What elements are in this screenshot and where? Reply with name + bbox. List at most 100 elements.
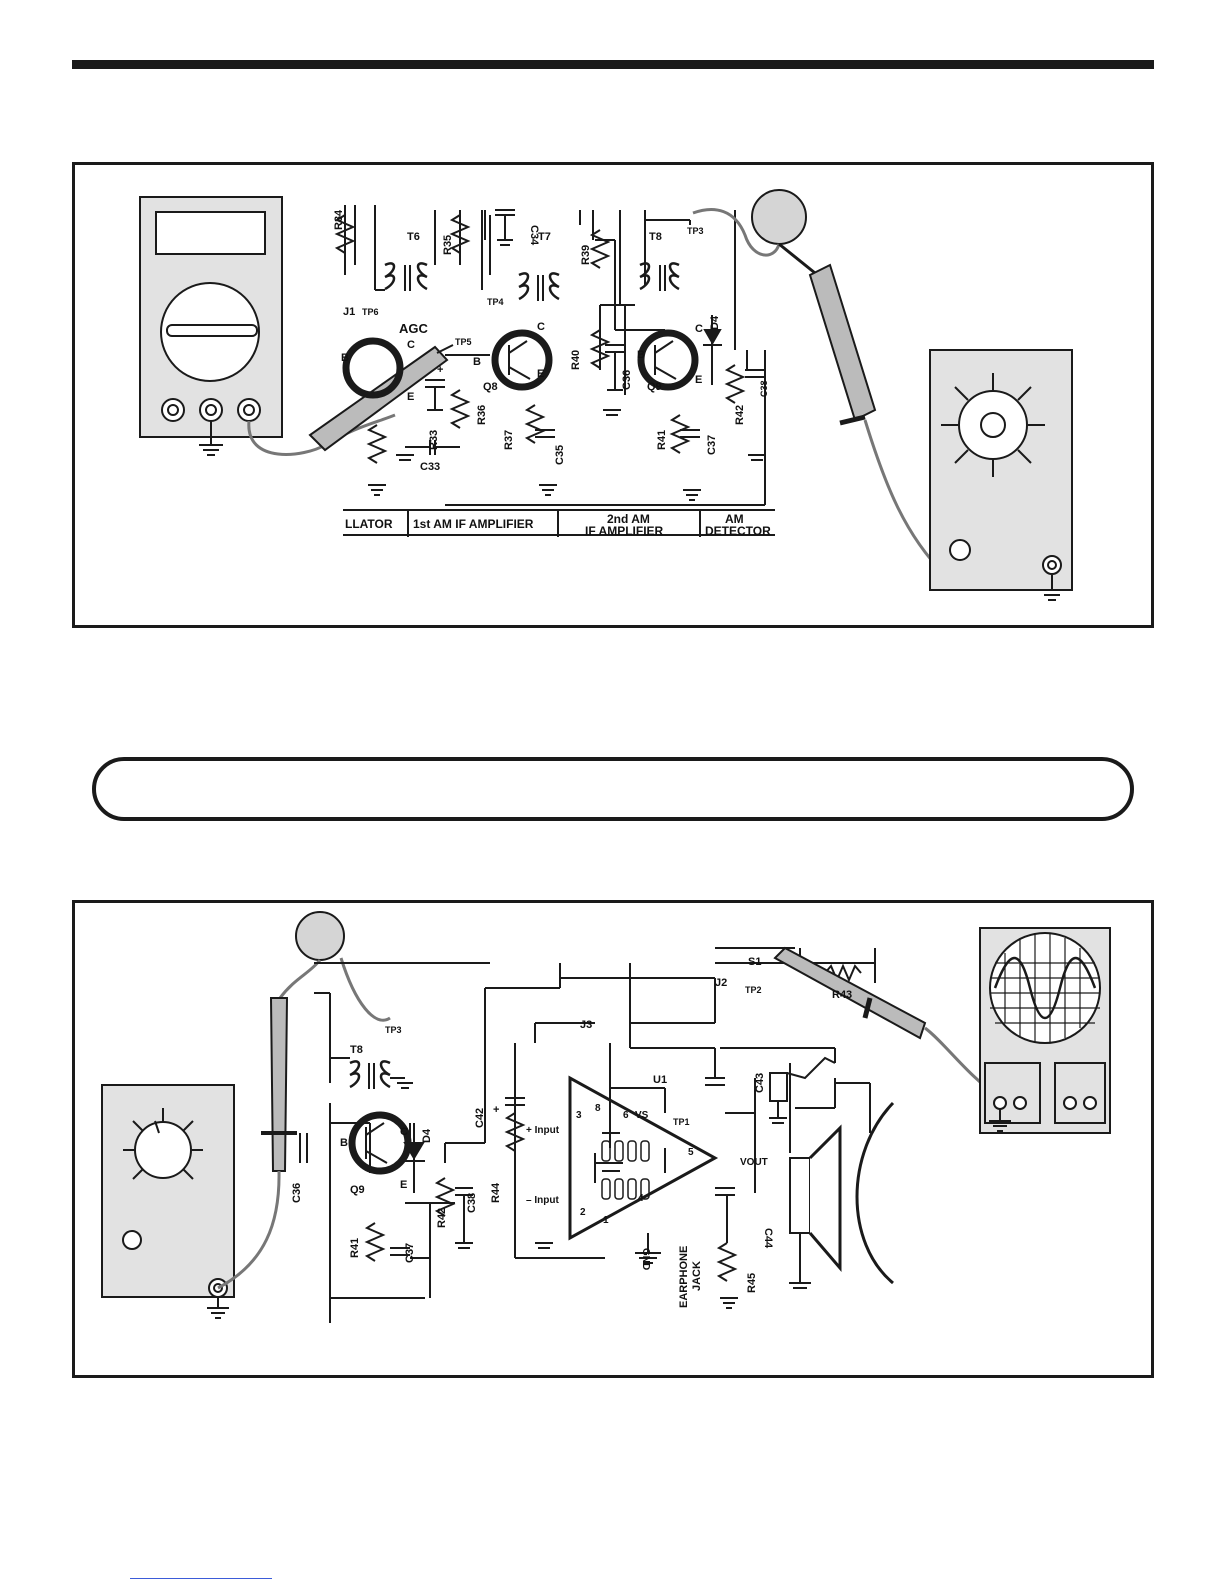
label-c38: C38 [759,380,769,397]
label-vout: VOUT [740,1157,768,1168]
label-b-q9: B [637,349,645,361]
label-t8: T8 [350,1044,363,1056]
agc-test-diagram: R34 T6 R35 T7 C34 R39 T8 TP3 J1 TP6 AGC … [139,189,1073,601]
label-pin5: 5 [688,1147,694,1158]
transistor-q8-icon [491,329,553,391]
label-jack: JACK [691,1261,703,1291]
label-vs: VS [635,1110,649,1121]
multimeter-icon [139,196,283,456]
oscilloscope-icon [979,927,1111,1134]
signal-generator-icon [101,1084,235,1319]
stage-second-if-line1: 2nd AM [607,512,650,526]
label-pin4: 4 [638,1193,644,1204]
label-c43: C43 [754,1073,766,1093]
label-r34: R34 [333,209,345,230]
footer-link-underline[interactable] [130,1578,272,1579]
figure-audio-test-setup: T8 TP3 B C E Q9 D4 C36 R41 C37 R42 C38 C… [72,900,1154,1378]
meter-probe[interactable] [308,345,449,452]
label-tp3: TP3 [687,226,704,236]
signal-generator-icon [929,349,1073,601]
label-gnd: GND [640,1248,651,1270]
probe-clip-icon[interactable] [751,189,807,245]
label-b-q8: B [473,356,481,368]
label-r33: R33 [428,430,440,450]
label-r39: R39 [580,245,592,265]
label-c: C [400,1126,408,1138]
label-plus: + [493,1104,499,1116]
label-earphone: EARPHONE [678,1246,690,1308]
stage-oscillator: LLATOR [345,517,393,531]
label-c36: C36 [621,370,633,390]
label-tp2: TP2 [745,985,762,995]
label-c34: C34 [528,225,540,246]
label-b1: B [341,352,349,364]
label-plus-input: + Input [526,1125,560,1136]
label-e-q8: E [537,368,544,380]
label-e1: E [407,391,414,403]
label-e-q9: E [695,374,702,386]
stage-am-detector-line2: DETECTOR [705,524,771,538]
stage-first-if: 1st AM IF AMPLIFIER [413,517,534,531]
label-r41: R41 [349,1238,361,1258]
label-agc: AGC [399,321,429,336]
label-c37: C37 [706,435,718,455]
speaker-icon [808,1124,842,1273]
label-pin3: 3 [576,1110,582,1121]
transistor-icon [342,337,404,399]
label-r45: R45 [746,1273,758,1293]
label-c-q9: C [695,323,703,335]
label-t8: T8 [649,231,662,243]
label-pin2: 2 [580,1207,586,1218]
label-q8: Q8 [483,381,498,393]
label-r37: R37 [503,430,515,450]
audio-test-diagram: T8 TP3 B C E Q9 D4 C36 R41 C37 R42 C38 C… [101,911,1111,1323]
label-c35: C35 [554,445,566,465]
label-d4: D4 [421,1128,433,1143]
label-r42: R42 [734,405,746,425]
label-pin1: 1 [603,1215,609,1226]
label-q9: Q9 [350,1184,365,1196]
label-pin6: 6 [623,1110,629,1121]
generator-probe[interactable] [269,997,289,1172]
label-s1: S1 [748,956,761,968]
label-plus: + [437,364,443,376]
label-tp4: TP4 [487,297,504,307]
label-tp6: TP6 [362,307,379,317]
scope-probe[interactable] [773,946,927,1040]
label-c36: C36 [291,1183,303,1203]
label-r35: R35 [442,235,454,255]
label-d4: D4 [709,315,721,330]
label-pin8: 8 [595,1103,601,1114]
stage-am-detector-line1: AM [725,512,744,526]
label-c-q8: C [537,321,545,333]
label-u1: U1 [653,1074,667,1086]
label-c44: C44 [762,1228,774,1249]
transistor-q9-icon [348,1111,412,1175]
label-r44: R44 [490,1182,502,1203]
label-tp5: TP5 [455,337,472,347]
label-b: B [340,1137,348,1149]
figure-agc-test-setup: R34 T6 R35 T7 C34 R39 T8 TP3 J1 TP6 AGC … [72,162,1154,628]
scope-probe[interactable] [808,263,877,422]
label-j3: J3 [580,1019,592,1031]
label-c38: C38 [466,1193,478,1213]
label-r40: R40 [570,350,582,370]
label-tp3: TP3 [385,1025,402,1035]
label-t6: T6 [407,231,420,243]
transistor-q9-icon [637,329,699,391]
label-q9: Q9 [647,381,662,393]
label-c33: C33 [420,461,440,473]
label-t7: T7 [538,231,551,243]
stage-second-if-line2: IF AMPLIFIER [585,524,664,538]
label-c42: C42 [474,1108,486,1128]
label-tp1: TP1 [673,1117,690,1127]
label-j1: J1 [343,306,355,318]
label-minus-input: – Input [526,1195,559,1206]
label-e: E [400,1179,407,1191]
label-r42: R42 [436,1208,448,1228]
label-c37: C37 [404,1243,416,1263]
label-j2: J2 [715,977,727,989]
label-r43: R43 [832,989,852,1001]
probe-clip-icon[interactable] [295,911,345,961]
label-c1: C [407,339,415,351]
